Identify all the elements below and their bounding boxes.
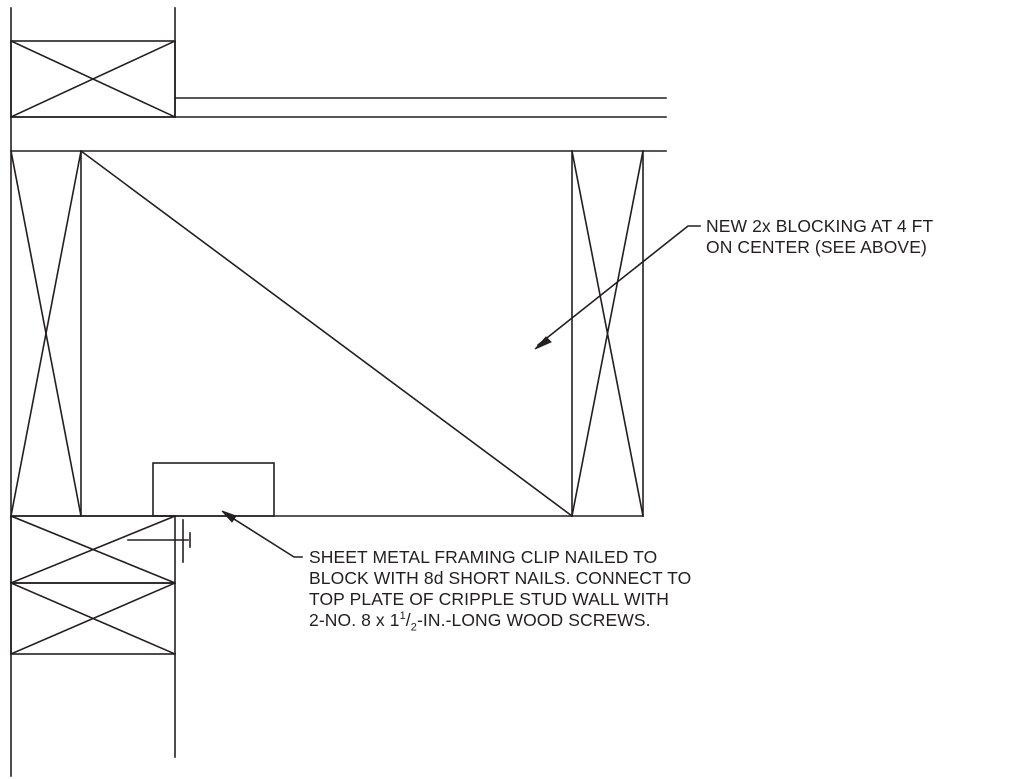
fraction-denominator: 2 [410,621,417,634]
arrowhead-icon [534,336,552,350]
framing-clip [152,462,275,517]
clip-callout-line: BLOCK WITH 8d SHORT NAILS. CONNECT TO [309,568,692,588]
blocking-callout-line: NEW 2x BLOCKING AT 4 FT [706,216,934,236]
upper-block [9,39,177,119]
clip-callout-line: SHEET METAL FRAMING CLIP NAILED TO [309,547,658,567]
lower-block-upper [9,514,177,585]
clip-leader [221,510,303,558]
blocking-leader [534,225,701,350]
clip-callout-line: TOP PLATE OF CRIPPLE STUD WALL WITH [309,589,670,609]
fraction-numerator: 1 [399,610,406,623]
clip-callout-line: 2-NO. 8 x 11/2-IN.-LONG WOOD SCREWS. [309,610,691,634]
clip-callout-text: -IN.-LONG WOOD SCREWS. [416,610,651,630]
wood-screw [127,519,191,563]
right-stud [571,150,644,517]
clip-callout-text: 2-NO. 8 x 1 [309,610,400,630]
blocking-callout-line: ON CENTER (SEE ABOVE) [706,237,927,257]
blocking-callout: NEW 2x BLOCKING AT 4 FT ON CENTER (SEE A… [706,216,933,258]
arrowhead-icon [221,510,237,523]
left-stud [10,150,82,517]
fraction-slash: / [405,610,411,630]
blocking-diagonal [79,149,574,518]
clip-callout: SHEET METAL FRAMING CLIP NAILED TO BLOCK… [309,547,692,634]
lower-block-lower [9,581,177,656]
